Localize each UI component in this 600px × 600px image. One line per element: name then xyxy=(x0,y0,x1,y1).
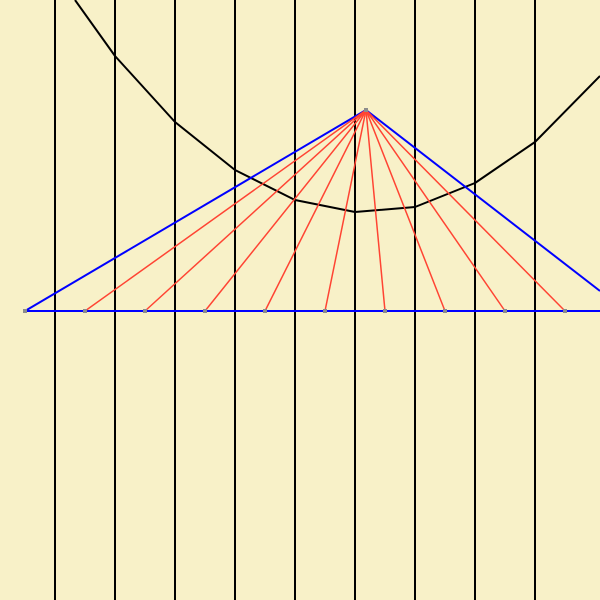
focus-point xyxy=(364,108,368,112)
triangle-right-edge xyxy=(365,109,600,292)
baseline-point-6 xyxy=(323,309,327,313)
baseline-point-1 xyxy=(23,309,27,313)
ray-1 xyxy=(84,109,367,312)
ray-8 xyxy=(365,109,506,312)
baseline-point-8 xyxy=(443,309,447,313)
vertical-lines-group xyxy=(54,0,536,600)
baseline-point-5 xyxy=(263,309,267,313)
ray-6 xyxy=(365,109,386,312)
ray-4 xyxy=(264,109,367,312)
triangle-left-edge xyxy=(24,109,367,312)
points-group xyxy=(23,108,567,313)
ray-7 xyxy=(365,109,446,312)
baseline-point-10 xyxy=(563,309,567,313)
triangle-group xyxy=(24,109,600,312)
curve-polyline xyxy=(74,0,600,213)
ray-9 xyxy=(365,109,566,312)
curve-group xyxy=(74,0,600,213)
baseline-point-3 xyxy=(143,309,147,313)
ray-2 xyxy=(144,109,367,312)
ray-5 xyxy=(324,109,367,312)
baseline-point-7 xyxy=(383,309,387,313)
baseline-point-2 xyxy=(83,309,87,313)
ray-3 xyxy=(204,109,367,312)
baseline-point-9 xyxy=(503,309,507,313)
rays-group xyxy=(84,109,566,312)
baseline-point-4 xyxy=(203,309,207,313)
